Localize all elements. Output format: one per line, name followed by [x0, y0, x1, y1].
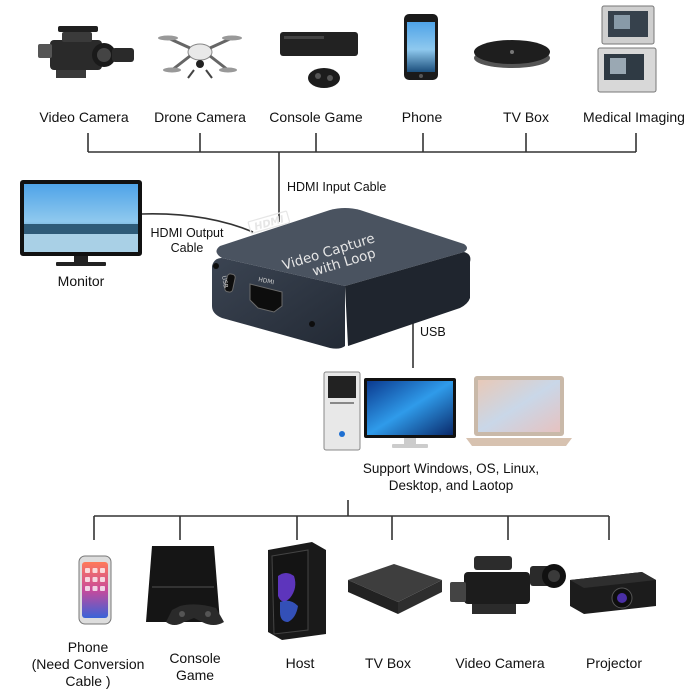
top-label-video-camera: Video Camera — [39, 109, 129, 125]
capture-card-icon: HDMI Video Capture with Loop USB HDMI — [212, 208, 471, 349]
tv-box-icon — [474, 40, 550, 68]
bottom-label-tv-box: TV Box — [365, 655, 411, 671]
device-port-hdmi-label: HDMI — [258, 276, 275, 286]
bottom-label-phone: Phone (Need Conversion Cable ) — [32, 639, 145, 690]
pc-tower-icon — [268, 542, 326, 640]
top-label-console-game: Console Game — [269, 109, 363, 125]
bottom-label-projector: Projector — [585, 655, 643, 671]
top-label-phone: Phone — [401, 109, 443, 125]
tv-box-icon — [348, 564, 442, 614]
bottom-label-video-camera: Video Camera — [455, 655, 545, 671]
hdmi-output-label: HDMI Output Cable — [146, 226, 228, 256]
bottom-label-phone-line2: (Need Conversion — [31, 656, 145, 672]
bottom-label-console-game: Console Game — [169, 650, 220, 684]
usb-label: USB — [420, 325, 446, 339]
monitor-icon — [20, 180, 142, 266]
phone-icon — [404, 14, 438, 80]
support-text-line2: Desktop, and Laotop — [388, 478, 514, 493]
bottom-label-phone-line3: Cable ) — [65, 673, 111, 689]
monitor-label: Monitor — [57, 273, 105, 289]
video-camera-icon — [38, 26, 134, 78]
bottom-label-phone-line1: Phone — [67, 639, 109, 655]
bottom-label-host: Host — [285, 655, 315, 671]
video-camera-icon — [450, 556, 566, 614]
pc-tower-icon — [323, 371, 361, 451]
hdmi-output-cable-line — [140, 213, 254, 233]
top-label-tv-box: TV Box — [503, 109, 549, 125]
bottom-label-console-line2: Game — [175, 667, 215, 683]
support-text-line1: Support Windows, OS, Linux, — [362, 461, 540, 476]
hdmi-output-label-line1: HDMI Output — [150, 226, 224, 240]
top-bracket-lines — [87, 133, 637, 368]
projector-icon — [570, 572, 656, 614]
laptop-icon — [466, 376, 572, 446]
top-label-medical-imaging: Medical Imaging — [583, 109, 685, 125]
game-console-icon — [280, 32, 358, 88]
bottom-bracket-lines — [93, 500, 610, 540]
bottom-label-console-line1: Console — [169, 650, 221, 666]
device-port-usb-label: USB — [220, 275, 229, 288]
phone-icon — [78, 555, 112, 625]
support-text: Support Windows, OS, Linux, Desktop, and… — [363, 460, 539, 494]
game-console-icon — [146, 546, 224, 625]
drone-icon — [158, 35, 242, 79]
desktop-monitor-icon — [364, 378, 456, 448]
hdmi-output-label-line2: Cable — [170, 241, 204, 255]
medical-imaging-icon — [597, 5, 657, 93]
hdmi-input-label: HDMI Input Cable — [287, 180, 387, 194]
top-label-drone-camera: Drone Camera — [154, 109, 246, 125]
